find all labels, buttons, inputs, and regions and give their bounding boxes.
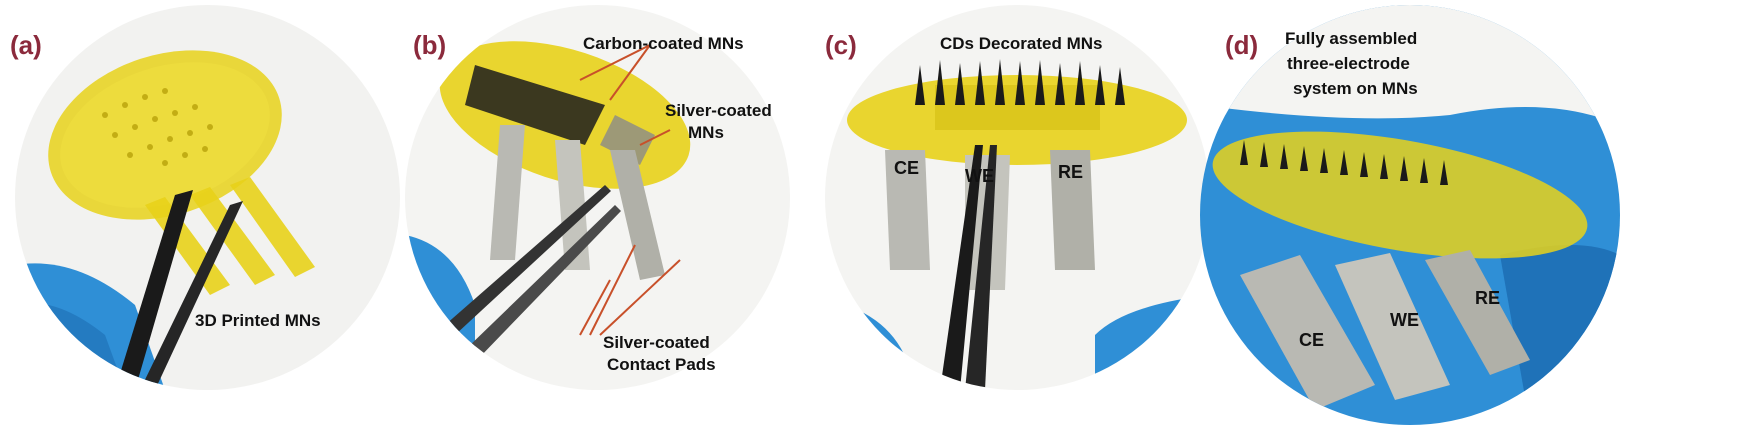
caption-silver-coated-mns-line1: Silver-coated: [665, 101, 772, 120]
electrode-label-we-d: WE: [1390, 310, 1419, 330]
caption-fully-assembled-line2: three-electrode: [1287, 54, 1410, 73]
silver-mn-array: [600, 115, 655, 165]
tweezer-shape: [940, 145, 983, 390]
contact-pad: [885, 150, 930, 270]
electrode-label-re-d: RE: [1475, 288, 1501, 308]
glove-shape: [405, 235, 475, 390]
cd-decorated-mn-array: [915, 59, 1125, 105]
electrode-label-ce-d: CE: [1299, 330, 1325, 350]
caption-silver-coated-pads-line2: Contact Pads: [607, 355, 716, 374]
panel-label-a: (a): [10, 30, 42, 60]
photo-c-drawing: [845, 59, 1210, 390]
caption-fully-assembled-line1: Fully assembled: [1285, 29, 1418, 48]
tweezer-shape: [115, 190, 193, 390]
caption-3d-printed-mns: 3D Printed MNs: [195, 311, 321, 330]
caption-cds-decorated-mns: CDs Decorated MNs: [940, 34, 1103, 53]
electrode-label-ce-c: CE: [894, 158, 920, 178]
contact-pad: [490, 125, 525, 260]
photo-b-drawing: [405, 41, 691, 390]
carbon-mn-array: [465, 65, 605, 145]
photo-a-drawing: [15, 50, 315, 390]
caption-silver-coated-pads-line1: Silver-coated: [603, 333, 710, 352]
panel-label-b: (b): [413, 30, 447, 60]
caption-carbon-coated-mns: Carbon-coated MNs: [583, 34, 744, 53]
photo-panel-b: [405, 5, 790, 390]
three-electrode-mn-array: [1240, 140, 1448, 185]
photo-panel-d: [1200, 5, 1620, 425]
panel-label-d: (d): [1225, 30, 1259, 60]
panel-d: (d) Fully assembled three-electrode syst…: [1200, 0, 1655, 435]
electrode-label-re-c: RE: [1058, 162, 1084, 182]
panel-a: (a) 3D Printed MNs: [0, 0, 430, 435]
panel-c: (c) CDs Decorated MNs CE WE RE: [820, 0, 1250, 435]
panel-b: (b) Carbon-coated MNs Silver-coated MNs …: [405, 0, 835, 435]
caption-fully-assembled-line3: system on MNs: [1293, 79, 1418, 98]
photo-panel-a: [15, 5, 400, 390]
contact-pad: [1240, 255, 1375, 410]
photo-d-drawing: [1200, 5, 1620, 425]
caption-silver-coated-mns-line2: MNs: [688, 123, 724, 142]
glove-shape: [1095, 295, 1210, 390]
glove-shape: [1500, 245, 1620, 425]
electrode-label-we-c: WE: [965, 166, 994, 186]
photo-panel-c: [825, 5, 1210, 390]
panel-label-c: (c): [825, 30, 857, 60]
